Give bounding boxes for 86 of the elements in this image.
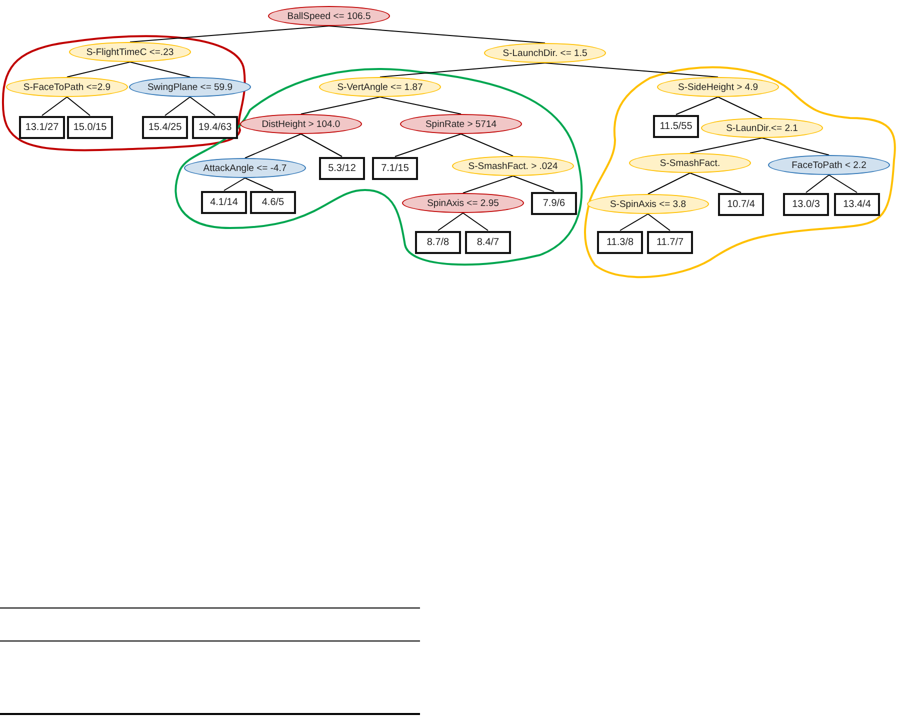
- leaf-box: [19, 116, 65, 138]
- tree-branch: [718, 96, 762, 118]
- leaf-box: [372, 156, 418, 180]
- node-label: 13.4/4: [843, 198, 871, 210]
- leaf-box: [201, 190, 247, 214]
- leaf-box: [250, 190, 296, 214]
- split-ellipse: [768, 155, 890, 175]
- node-label: S-VertAngle <= 1.87: [337, 82, 423, 92]
- split-ellipse: [184, 158, 306, 178]
- node-label: 8.7/8: [426, 236, 450, 248]
- node-label: SwingPlane <= 59.9: [147, 82, 233, 92]
- tree-branch: [762, 138, 830, 156]
- tree-branch: [380, 62, 546, 78]
- node-label: S-LaunDir.<= 2.1: [726, 122, 798, 134]
- split-ellipse: [701, 118, 823, 138]
- tree-branch: [462, 176, 514, 194]
- tree-branch: [690, 172, 742, 193]
- node-label: 15.0/15: [73, 122, 107, 132]
- tree-branch: [164, 96, 190, 116]
- tree-branch: [676, 96, 718, 115]
- node-label: SpinAxis <= 2.95: [427, 198, 499, 208]
- leaf-box: [67, 116, 113, 138]
- node-label: 4.6/5: [262, 196, 284, 208]
- node-label: S-SmashFact. > .024: [468, 160, 558, 172]
- tree-branch: [42, 96, 68, 116]
- leaf-box: [465, 230, 511, 254]
- tree-branch: [190, 96, 216, 116]
- node-label: 11.5/55: [660, 120, 692, 132]
- tree-branch: [394, 134, 462, 157]
- node-label: 11.7/7: [656, 236, 684, 248]
- leaf-box: [718, 192, 764, 216]
- node-label: 4.1/14: [210, 196, 238, 208]
- node-label: DistHeight > 104.0: [262, 118, 340, 130]
- tree-branch: [544, 62, 718, 78]
- node-label: S-SideHeight > 4.9: [678, 82, 758, 92]
- leaf-box: [783, 192, 829, 216]
- tree-branch: [380, 96, 462, 114]
- node-label: 5.3/12: [328, 162, 356, 174]
- tree-branch: [690, 138, 762, 154]
- leaf-box: [415, 230, 461, 254]
- node-label: S-LaunchDir. <= 1.5: [502, 48, 588, 58]
- split-ellipse: [587, 194, 709, 214]
- node-label: 7.1/15: [381, 162, 409, 174]
- node-label: BallSpeed <= 106.5: [287, 10, 371, 22]
- node-label: S-SmashFact.: [660, 158, 720, 168]
- split-ellipse: [657, 77, 779, 97]
- split-ellipse: [240, 114, 362, 134]
- leaf-box: [192, 116, 238, 138]
- split-ellipse: [6, 77, 128, 97]
- tree-branch: [66, 96, 90, 116]
- tree-branch: [66, 62, 130, 78]
- leaf-box: [653, 114, 699, 138]
- tree-branch: [244, 134, 302, 158]
- node-label: S-FaceToPath <=2.9: [23, 82, 111, 92]
- tree-branch: [462, 212, 488, 231]
- tree-branch: [648, 172, 690, 194]
- node-label: 19.4/63: [198, 122, 232, 132]
- tree-branch: [806, 174, 830, 193]
- leaf-box: [142, 116, 188, 138]
- tree-branch: [328, 26, 546, 44]
- leaf-box: [834, 192, 880, 216]
- tree-branch: [130, 62, 190, 78]
- node-label: S-SpinAxis <= 3.8: [610, 198, 686, 210]
- tree-branch: [300, 96, 380, 114]
- tree-branch: [300, 134, 342, 157]
- node-label: FaceToPath < 2.2: [792, 160, 866, 170]
- node-label: AttackAngle <= -4.7: [203, 162, 287, 174]
- node-label: S-FlightTimeC <=.23: [86, 46, 174, 58]
- node-label: 10.7/4: [727, 198, 755, 210]
- tree-branch: [460, 134, 514, 156]
- node-label: 13.1/27: [25, 122, 59, 132]
- leaf-box: [319, 156, 365, 180]
- node-label: 11.3/8: [606, 236, 634, 248]
- node-label: 13.0/3: [792, 198, 820, 210]
- tree-branch: [244, 178, 274, 191]
- tree-branch: [438, 212, 464, 231]
- leaf-box: [647, 230, 693, 254]
- leaf-box: [531, 192, 577, 214]
- node-label: 8.4/7: [476, 236, 500, 248]
- tree-branch: [130, 26, 330, 42]
- leaf-box: [597, 230, 643, 254]
- node-label: 7.9/6: [542, 198, 566, 208]
- split-ellipse: [452, 156, 574, 176]
- node-label: SpinRate > 5714: [425, 118, 497, 130]
- tree-branch: [224, 178, 246, 191]
- node-label: 15.4/25: [148, 122, 182, 132]
